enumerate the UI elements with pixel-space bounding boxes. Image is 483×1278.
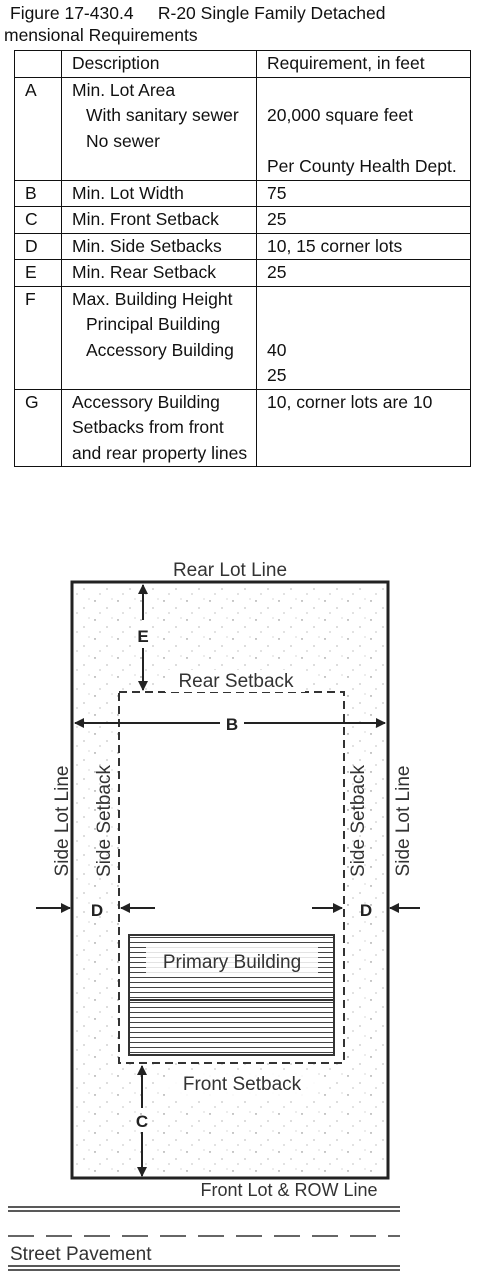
- side-lot-line-left-label: Side Lot Line: [52, 766, 73, 877]
- dim-c-label: C: [136, 1112, 148, 1131]
- req-line: 25: [267, 365, 287, 385]
- row-description: Min. Rear Setback: [61, 259, 257, 287]
- building-label-bg: [146, 946, 318, 974]
- dim-b-label: B: [226, 715, 238, 734]
- row-description: Min. Lot Area With sanitary sewer No sew…: [61, 76, 257, 181]
- row-id: G: [14, 388, 62, 467]
- row-id: F: [14, 285, 62, 390]
- table-row: F Max. Building Height Principal Buildin…: [14, 285, 471, 390]
- req-blank: [267, 129, 466, 155]
- desc-line: Principal Building: [86, 314, 221, 334]
- desc-line: Min. Lot Area: [72, 79, 176, 100]
- header-cell-id: [14, 50, 62, 78]
- desc-line: No sewer: [86, 130, 160, 151]
- caption-line-2: mensional Requirements: [4, 25, 198, 45]
- side-setback-left-label: Side Setback: [94, 765, 115, 877]
- row-id: D: [14, 232, 62, 260]
- table-row: E Min. Rear Setback 25: [14, 259, 471, 287]
- table-header-row: Description Requirement, in feet: [14, 50, 471, 78]
- row-requirement: 20,000 square feet Per County Health Dep…: [256, 76, 471, 181]
- row-description: Max. Building Height Principal Building …: [61, 285, 257, 390]
- row-requirement: 75: [256, 179, 471, 207]
- front-setback-label-bg: [165, 1072, 315, 1096]
- rear-setback-label-bg: [165, 670, 305, 692]
- front-lot-line-label: Front Lot & ROW Line: [200, 1180, 377, 1200]
- dim-d-left-label: D: [91, 901, 103, 920]
- row-id: C: [14, 206, 62, 234]
- caption-line-1: Figure 17-430.4 R-20 Single Family Detac…: [10, 3, 386, 23]
- primary-building-label: Primary Building: [163, 952, 301, 973]
- req-line: 40: [267, 339, 287, 360]
- row-requirement: 25: [256, 259, 471, 287]
- row-description: Min. Front Setback: [61, 206, 257, 234]
- row-requirement: 25: [256, 206, 471, 234]
- street-pavement-label: Street Pavement: [10, 1244, 152, 1265]
- header-cell-requirement: Requirement, in feet: [256, 50, 471, 78]
- table-row: C Min. Front Setback 25: [14, 206, 471, 234]
- row-id: E: [14, 259, 62, 287]
- req-blank: [267, 78, 466, 104]
- req-line: Per County Health Dept.: [267, 156, 457, 176]
- row-requirement: 10, 15 corner lots: [256, 232, 471, 260]
- side-setback-right-label: Side Setback: [348, 765, 369, 877]
- desc-line: Accessory Building: [86, 339, 234, 360]
- row-requirement: 40 25: [256, 285, 471, 390]
- row-description: Min. Lot Width: [61, 179, 257, 207]
- table-row: B Min. Lot Width 75: [14, 179, 471, 207]
- row-requirement: 10, corner lots are 10: [256, 388, 471, 467]
- table-row: D Min. Side Setbacks 10, 15 corner lots: [14, 232, 471, 260]
- dim-e-label: E: [137, 627, 148, 646]
- req-blank: [267, 287, 466, 313]
- row-description: Min. Side Setbacks: [61, 232, 257, 260]
- row-description: Accessory Building Setbacks from front a…: [61, 388, 257, 467]
- req-line: 20,000 square feet: [267, 105, 413, 125]
- table-row: A Min. Lot Area With sanitary sewer No s…: [14, 76, 471, 181]
- desc-line: Max. Building Height: [72, 288, 233, 309]
- req-blank: [267, 312, 466, 338]
- header-cell-description: Description: [61, 50, 257, 78]
- rear-setback-label: Rear Setback: [178, 671, 294, 692]
- requirements-table: Description Requirement, in feet A Min. …: [14, 50, 471, 467]
- rear-lot-line-label: Rear Lot Line: [173, 560, 287, 581]
- table-row: G Accessory Building Setbacks from front…: [14, 388, 471, 467]
- side-lot-line-right-label: Side Lot Line: [393, 766, 414, 877]
- row-id: A: [14, 76, 62, 181]
- dim-d-right-label: D: [360, 901, 372, 920]
- desc-line: With sanitary sewer: [86, 105, 239, 125]
- figure-caption: Figure 17-430.4 R-20 Single Family Detac…: [4, 2, 480, 46]
- front-setback-label: Front Setback: [183, 1074, 302, 1095]
- row-id: B: [14, 179, 62, 207]
- lot-setback-diagram: Primary Building Rear Lot Line Rear Setb…: [8, 560, 420, 1271]
